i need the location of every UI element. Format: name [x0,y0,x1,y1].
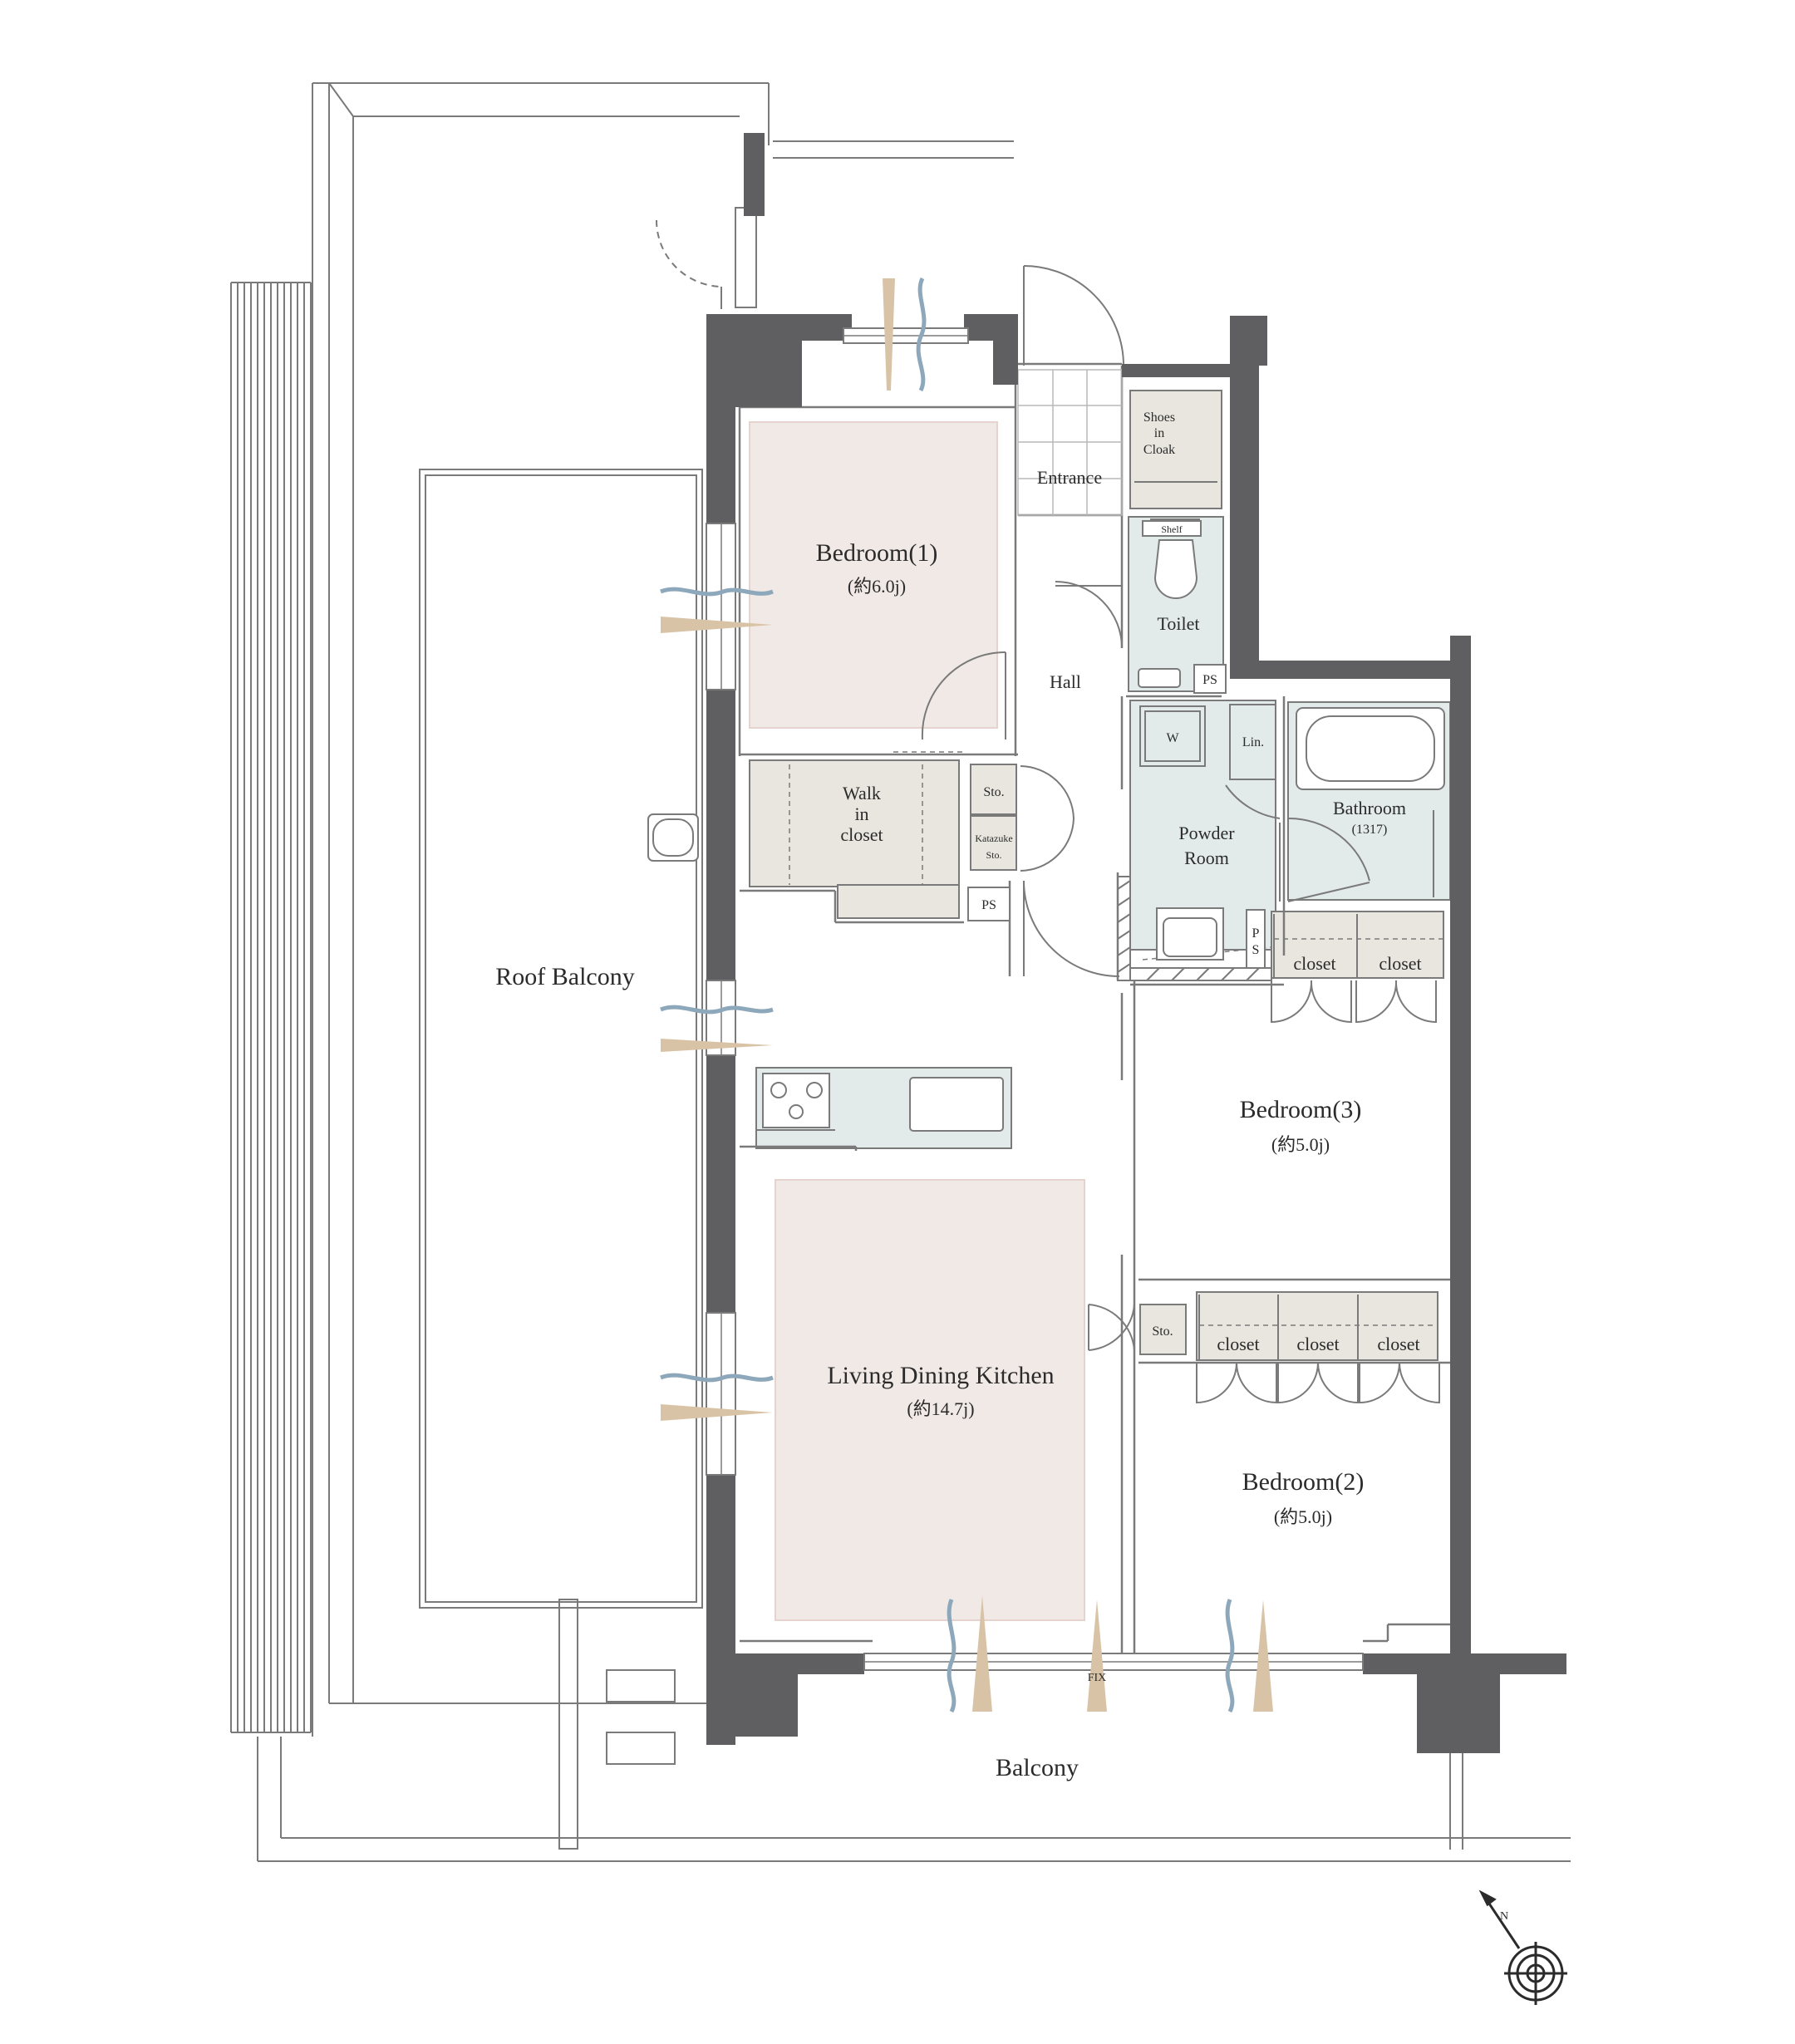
room-fills [749,390,1451,1621]
katazuke-label-2: Sto. [986,849,1001,861]
ps-label-powder-s: S [1252,943,1260,957]
ps-box-toilet [1193,664,1227,694]
ps-label-toilet: PS [1202,673,1217,687]
bedroom1-label: Bedroom(1) [816,539,938,567]
compass-icon [1478,1889,1567,2005]
linen-label: Lin. [1242,735,1264,749]
powder-room-label-1: Powder [1178,823,1235,843]
closet-label-b3-1: closet [1293,953,1335,974]
closet-label-b2-3: closet [1377,1334,1419,1354]
shoes-cloak-fill [1129,390,1222,509]
outdoor-unit-icon [647,813,699,862]
sto-label-b2: Sto. [1152,1324,1173,1339]
roof-balcony-area [230,82,1014,1850]
powder-room-label-2: Room [1184,848,1229,868]
wind-marker-bedroom1-west [660,587,774,633]
walk-in-closet-label-1: Walk [843,783,881,803]
wind-marker-ldk-west [660,1373,774,1421]
bedroom3-label: Bedroom(3) [1240,1096,1362,1123]
ps-label-hall: PS [981,898,996,912]
shoes-cloak-label-1: Shoes [1143,410,1175,425]
bedroom2-area: (約5.0j) [1274,1506,1332,1527]
wind-marker-ldk-south [947,1595,1107,1713]
ventilation-markers [660,277,1273,1713]
bathroom-size: (1317) [1352,823,1388,837]
bedroom2-sto-fill [1139,1304,1187,1355]
closet-label-b2-2: closet [1296,1334,1339,1354]
ldk-label: Living Dining Kitchen [827,1362,1054,1389]
kitchen-sink-icon [909,1077,1004,1132]
closet-label-b2-1: closet [1217,1334,1259,1354]
katazuke-label-1: Katazuke [975,833,1012,844]
ps-box-powder [1246,909,1266,969]
vanity-sink-icon [1156,907,1224,961]
shelf-box [1142,520,1202,537]
ldk-floor-tint [775,1179,1085,1621]
ps-box-hall [967,887,1011,921]
shoes-cloak-label-2: in [1154,426,1164,440]
sto-fill [970,764,1017,815]
balcony-label: Balcony [996,1754,1079,1781]
powder-room-hatch [1117,876,1272,981]
fixtures [756,481,1445,1360]
balcony-partition [558,1599,676,1850]
compass-north-label: N [1500,1910,1508,1923]
ldk-area: (約14.7j) [907,1398,974,1419]
stove-icon [762,1073,830,1128]
walk-in-closet-label-2: in [854,803,868,824]
linen-shelf-icon [1229,704,1276,780]
wind-marker-kitchen-west [660,1005,774,1052]
bedroom2-closet-fill [1196,1291,1438,1361]
roof-balcony-parapet [312,82,770,1737]
roof-balcony-railing [230,282,312,1733]
katazuke-sto-fill [970,815,1017,871]
bathtub-icon [1296,707,1445,790]
south-balcony-area [257,1737,1571,1862]
ps-label-powder-p: P [1252,926,1260,941]
shelf-label: Shelf [1161,523,1182,535]
bedroom2-label: Bedroom(2) [1242,1468,1365,1496]
door-swings [921,265,1440,1404]
washer-icon [1139,705,1206,767]
shoes-cloak-label-3: Cloak [1143,443,1175,457]
bedroom1-floor-tint [749,421,998,729]
bedroom1-area: (約6.0j) [848,576,906,597]
hall-label: Hall [1050,671,1081,692]
sto-label-wic: Sto. [983,785,1004,799]
washer-label: W [1166,731,1179,745]
wind-marker-bedroom2-south [1225,1599,1273,1713]
bedroom3-area: (約5.0j) [1271,1134,1330,1155]
wind-marker-bedroom1-north [883,277,927,392]
roof-balcony-label: Roof Balcony [495,963,634,990]
closet-label-b3-2: closet [1379,953,1421,974]
room-labels: Bedroom(1) (約6.0j) Entrance Hall Toilet … [495,410,1508,1923]
bathroom-label: Bathroom [1333,798,1406,818]
toilet-label: Toilet [1157,613,1199,634]
entrance-label: Entrance [1037,467,1102,488]
toilet-sink-icon [1138,668,1181,688]
roof-balcony-door-icon [656,219,722,309]
walk-in-closet-label-3: closet [840,824,883,845]
entrance-tile-grid [1017,369,1123,516]
fix-label: FIX [1088,1672,1107,1684]
